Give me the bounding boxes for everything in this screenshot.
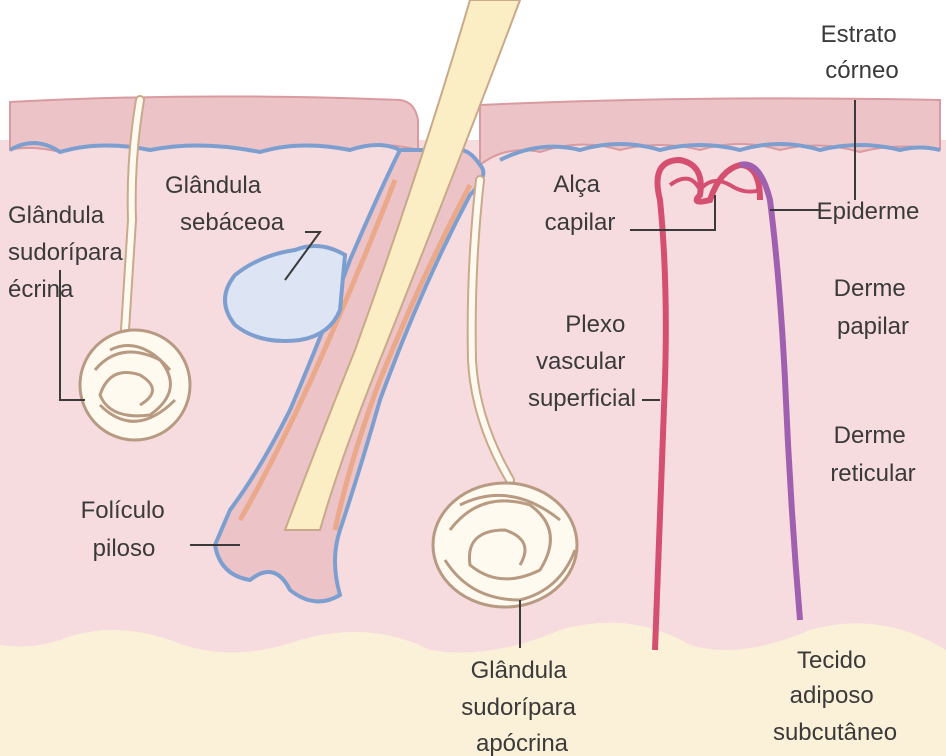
label-glandula-apocrina: Glândula sudorípara apócrina (461, 657, 582, 756)
label-epiderme: Epiderme (817, 198, 920, 225)
apocrine-coil (433, 483, 577, 607)
label-estrato-corneo: Estrato córneo (821, 21, 904, 84)
eccrine-coil (80, 330, 190, 440)
epidermis-left (10, 96, 418, 152)
